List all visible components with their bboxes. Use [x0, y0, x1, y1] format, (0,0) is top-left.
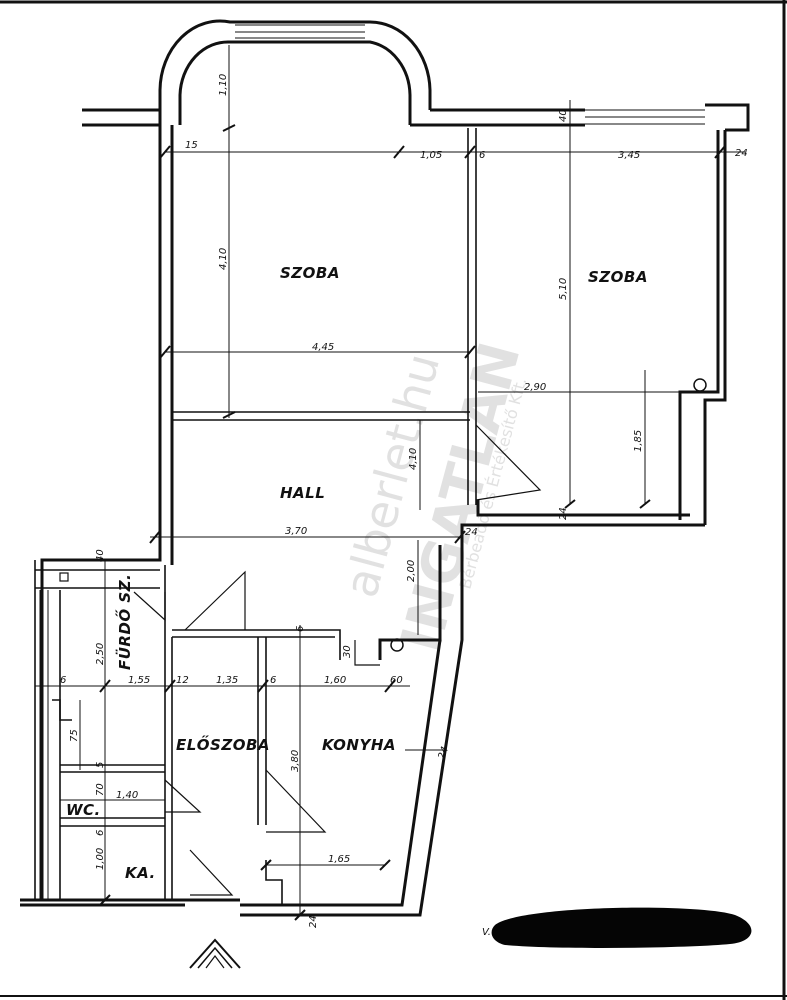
dim-label: 15 [185, 140, 198, 151]
room-label-konyha: KONYHA [322, 736, 396, 754]
dim-label: 12 [176, 675, 189, 686]
dim-label: 40 [558, 109, 569, 122]
walls [20, 19, 750, 917]
dim-label: 6 [60, 675, 66, 686]
dim-label: 3,80 [290, 750, 301, 772]
dim-label: 1,55 [128, 675, 150, 686]
dim-label: 6 [95, 830, 106, 836]
dim-label: 4,10 [218, 248, 229, 270]
watermark: alberlet.hu INGATLAN Bérbeadó és Értékes… [333, 336, 533, 659]
chimney-circle [693, 378, 707, 392]
room-label-szoba-left: SZOBA [280, 264, 340, 282]
footer-prefix: V. [482, 927, 491, 938]
dimension-lines [35, 45, 745, 915]
dim-label: 30 [342, 645, 353, 658]
stack-circle [390, 638, 404, 652]
dim-label: 60 [390, 675, 403, 686]
north-arrow [189, 938, 241, 969]
dim-label: 24 [436, 745, 451, 761]
dim-label: 75 [69, 729, 80, 742]
room-label-eloszoba: ELŐSZOBA [176, 734, 270, 754]
dim-label: 4,45 [312, 342, 334, 353]
room-label-hall: HALL [280, 484, 325, 502]
dim-label: 1,05 [420, 150, 442, 161]
dim-label: 24 [308, 915, 319, 928]
dim-label: 4,10 [408, 448, 419, 470]
room-label-wc: WC. [66, 801, 101, 819]
dim-label: 6 [479, 150, 485, 161]
dim-label: 24 [558, 507, 569, 520]
vent-square [59, 572, 69, 582]
dim-label: 1,65 [328, 854, 350, 865]
redaction-blob [491, 907, 752, 948]
room-label-szoba-right: SZOBA [588, 268, 648, 286]
dim-label: 3,45 [618, 150, 640, 161]
dim-label: 1,60 [324, 675, 346, 686]
dim-label: 24 [465, 527, 478, 538]
dim-label: 5 [95, 762, 106, 768]
dimension-ticks [99, 124, 726, 921]
dim-label: 40 [95, 549, 106, 562]
dim-label: 3,70 [285, 526, 307, 537]
dim-label: 5,10 [558, 278, 569, 300]
dim-label: 2,90 [524, 382, 546, 393]
dim-label: 1,40 [116, 790, 138, 801]
dim-label: 2,50 [95, 643, 106, 665]
dim-label: 70 [95, 783, 106, 796]
wall-top-left [82, 108, 162, 127]
dim-label: 24 [735, 148, 748, 159]
doors [133, 424, 542, 896]
dim-label: 1,00 [95, 848, 106, 870]
dim-label: 6 [270, 675, 276, 686]
room-label-furdo: FÜRDŐ SZ. [114, 574, 134, 670]
dim-label: 1,35 [216, 675, 238, 686]
dim-label: 6 [295, 626, 306, 632]
room-label-ka: KA. [125, 864, 156, 882]
dim-label: 1,10 [218, 74, 229, 96]
windows [39, 24, 705, 900]
dim-label: 2,00 [406, 560, 417, 582]
dim-label: 1,85 [633, 430, 644, 452]
